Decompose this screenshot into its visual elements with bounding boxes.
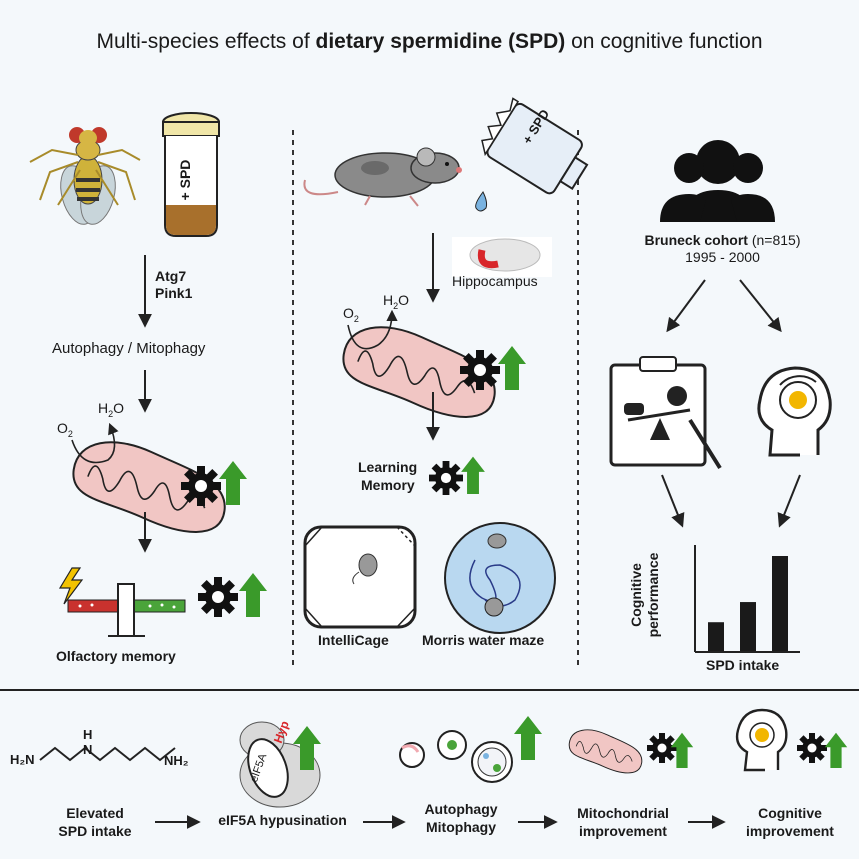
spd-bottle-icon [475,97,589,212]
up-arrow-icon [514,716,542,760]
nh-h-label: H [83,727,93,742]
gear-icon [198,577,238,617]
h2n-label: H₂N [10,752,35,767]
ribosome-eif5a-icon [239,721,321,808]
gene-label-pink1: Pink1 [155,285,193,301]
gear-icon [647,733,677,763]
process-label: Autophagy / Mitophagy [52,340,206,357]
memory-label: Memory [361,477,415,493]
autophagosome-icon [399,730,513,783]
cohort-label: Bruneck cohort (n=815) [644,232,801,248]
h2o-label: H2O [98,400,125,419]
morris-water-maze-label: Morris water maze [422,632,545,648]
cohort-years: 1995 - 2000 [685,249,760,265]
brain-head-icon [735,708,788,772]
up-arrow-icon [239,573,267,617]
chart-bar [708,622,724,651]
mitochondrion-icon [565,726,646,776]
gear-icon [797,733,827,763]
vial-label: + SPD [177,159,193,201]
intellicage-label: IntelliCage [318,632,389,648]
up-arrow-icon [824,732,848,768]
brain-head-icon [757,366,832,457]
nh-n-label: N [83,742,93,757]
step-eif5a-hypusination: eIF5A hypusination [218,812,347,828]
hippocampus-label: Hippocampus [452,273,538,289]
h2o-label: H2O [383,292,410,311]
spd-vial-icon [162,112,220,237]
people-group-icon [660,140,775,222]
morris-water-maze-icon [444,522,556,634]
cognitive-bar-chart [694,545,800,653]
spermidine-molecule [39,746,176,762]
gear-icon [181,466,221,506]
intellicage-icon [303,525,417,629]
up-arrow-icon [461,456,485,494]
gear-icon [429,461,463,495]
gene-label-atg7: Atg7 [155,268,187,284]
o2-label: O2 [343,305,359,324]
t-maze-icon [58,567,186,637]
brain-hippocampus-icon [452,237,552,277]
fly-icon [29,127,141,225]
gear-icon [460,350,500,390]
up-arrow-icon [498,346,526,390]
page-title: Multi-species effects of dietary spermid… [96,30,763,53]
chart-bar [740,602,756,651]
chart-bar [772,556,788,651]
o2-label: O2 [57,420,73,439]
learning-label: Learning [358,459,418,475]
chart-x-label: SPD intake [706,657,780,673]
mouse-icon [303,147,462,207]
nh2-label: NH₂ [164,753,189,768]
diet-clipboard-icon [609,356,722,470]
olfactory-memory-label: Olfactory memory [56,648,176,664]
